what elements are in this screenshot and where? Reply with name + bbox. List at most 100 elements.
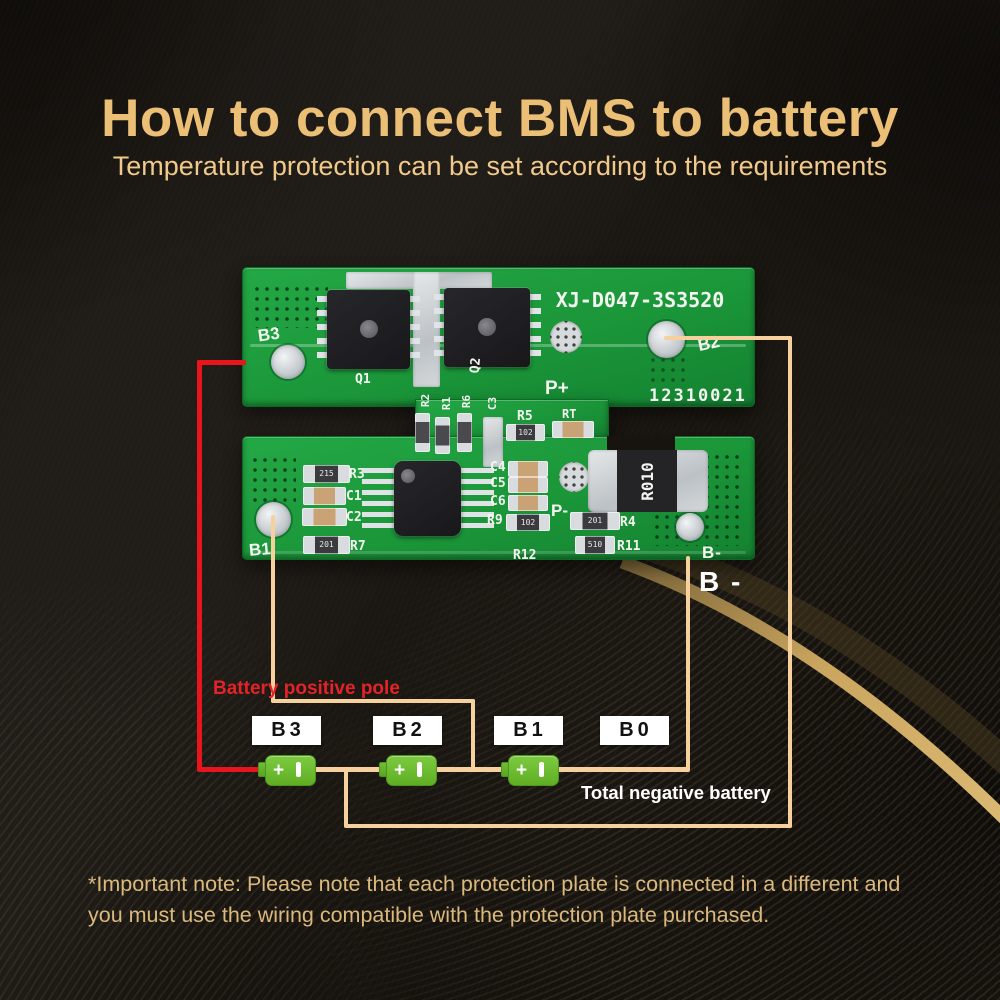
resistor-r3: 215 [303,465,350,483]
battery-cell [508,755,559,786]
silk-c5: C5 [490,476,506,491]
page-subtitle: Temperature protection can be set accord… [112,151,888,181]
resistor-r11: 510 [575,536,615,554]
silk-c3: C3 [486,396,500,411]
thermistor-rt [552,421,594,438]
resistor-marking: 201 [587,516,603,525]
b1-tap-wire [271,699,475,703]
ic-pins-right [461,468,494,532]
resistor-r9: 102 [506,514,550,531]
pcb-trace [250,551,746,554]
mosfet-pins [409,296,420,362]
silk-model: XJ-D047-3S3520 [555,288,725,312]
mosfet-pins [317,296,328,362]
pad-b-minus [676,513,704,541]
battery-series-wire [258,767,690,772]
silk-q2: Q2 [467,357,484,374]
b2-tap-wire [664,336,792,340]
tap-label-b1: B1 [494,716,563,745]
smd-component [415,413,430,452]
b-minus-wire [686,556,690,771]
gold-arc [619,555,1000,824]
mosfet-dot [360,320,378,338]
resistor-marking: 510 [587,540,603,549]
battery-bar-icon [296,762,301,777]
silk-p-plus: P+ [545,378,569,399]
mosfet-dot [478,318,496,336]
red-wire [197,360,246,365]
silk-b1: B1 [248,539,272,560]
via-grid [648,355,688,387]
b2-tap-wire [788,336,792,828]
silk-rt: RT [562,407,577,421]
battery-cell [386,755,437,786]
battery-plus: + [394,760,406,781]
red-wire [197,360,202,770]
total-negative-label: Total negative battery [581,782,771,803]
silk-c6: C6 [490,494,506,509]
hole-cluster [550,321,582,353]
tap-label-b3: B3 [252,716,321,745]
resistor-r4: 201 [570,512,620,530]
silk-r2: R2 [419,393,433,408]
bronze-band [636,532,1000,775]
silk-serial: 12310021 [649,386,747,406]
shunt-resistor: R010 [617,450,677,512]
silk-q1: Q1 [355,372,371,387]
battery-plus: + [516,760,528,781]
mosfet-pins [434,294,445,360]
b-minus-label: B - [699,566,743,597]
capacitor-c2 [302,508,347,526]
capacitor-c3 [483,417,503,467]
silk-c1: C1 [346,489,362,504]
important-note: *Important note: Please note that each p… [88,872,901,927]
capacitor-c1 [303,487,346,505]
resistor-marking: 215 [319,469,334,478]
via-grid [252,284,328,328]
smd-component [435,417,450,454]
pad-b3 [271,345,305,379]
resistor-marking: 201 [319,540,334,549]
b1-tap-wire [471,699,475,771]
battery-positive-pole-label: Battery positive pole [213,678,400,699]
silk-c4: C4 [490,460,506,475]
silk-r3: R3 [349,467,365,482]
via-grid [250,455,296,503]
silk-r12: R12 [513,548,537,563]
b1-tap-wire [271,515,275,703]
silk-r1: R1 [440,396,454,411]
capacitor-c5 [508,477,548,493]
resistor-r7: 201 [303,536,350,554]
silk-c2: C2 [346,510,362,525]
red-wire [197,767,261,772]
silk-r6: R6 [460,394,474,409]
page-title: How to connect BMS to battery [101,89,899,148]
battery-cell [265,755,316,786]
ic-dot [401,469,415,483]
silk-r5: R5 [517,409,533,424]
tap-label-b0: B0 [600,716,669,745]
battery-plus: + [273,760,285,781]
ic-pins-left [362,468,395,532]
capacitor-c4 [508,461,548,477]
capacitor-c6 [508,495,548,511]
resistor-marking: 102 [518,427,533,437]
mosfet-pins [530,294,541,360]
hole-cluster [559,462,589,492]
silk-b3: B3 [256,323,281,346]
silk-p-minus: P- [551,501,568,520]
silk-r11: R11 [617,539,641,554]
battery-bar-icon [417,762,422,777]
b2-tap-wire [344,770,348,828]
silk-r9: R9 [487,513,503,528]
resistor-marking: 102 [520,517,536,527]
battery-bar-icon [539,762,544,777]
silk-r4: R4 [620,515,636,530]
smd-component [457,413,472,452]
tap-label-b2: B2 [373,716,442,745]
b2-tap-wire [344,824,792,828]
silk-r010: R010 [637,461,657,501]
silk-r7: R7 [350,539,366,554]
